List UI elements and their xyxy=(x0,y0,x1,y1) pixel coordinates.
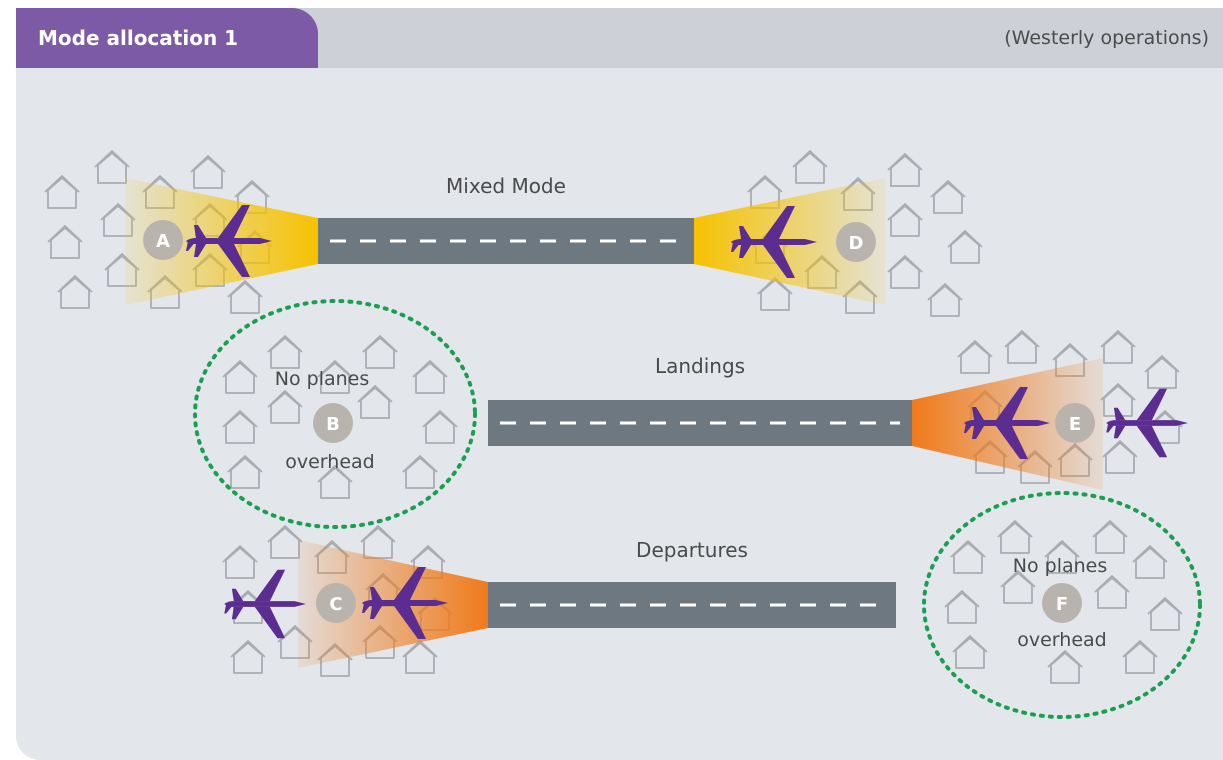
location-label-a: A xyxy=(156,231,170,252)
operations-direction: (Westerly operations) xyxy=(1004,27,1209,49)
runway-mixed-mode xyxy=(318,218,694,264)
no-planes-text-b-line1: No planes xyxy=(275,368,370,390)
mode-title: Mode allocation 1 xyxy=(16,8,318,68)
location-label-b: B xyxy=(326,414,340,435)
runway-departures xyxy=(488,582,896,628)
location-marker-c: C xyxy=(316,583,356,623)
location-marker-d: D xyxy=(836,222,876,262)
runway-label-mixed-mode: Mixed Mode xyxy=(446,174,566,198)
airplane-icon xyxy=(1106,388,1188,458)
no-planes-zone-b xyxy=(193,299,477,529)
location-label-c: C xyxy=(329,594,342,615)
location-marker-f: F xyxy=(1042,583,1082,623)
no-planes-text-f-line1: No planes xyxy=(1013,555,1108,577)
location-label-d: D xyxy=(849,233,864,254)
location-marker-a: A xyxy=(143,220,183,260)
no-planes-zone-f xyxy=(922,491,1202,719)
runway-landings xyxy=(488,400,912,446)
location-marker-e: E xyxy=(1055,403,1095,443)
location-label-f: F xyxy=(1056,594,1068,615)
no-planes-text-b-line2: overhead xyxy=(285,451,374,473)
location-label-e: E xyxy=(1069,414,1081,435)
runway-label-landings: Landings xyxy=(655,354,745,378)
location-marker-b: B xyxy=(313,403,353,443)
no-planes-text-f-line2: overhead xyxy=(1017,629,1106,651)
runway-label-departures: Departures xyxy=(636,538,748,562)
